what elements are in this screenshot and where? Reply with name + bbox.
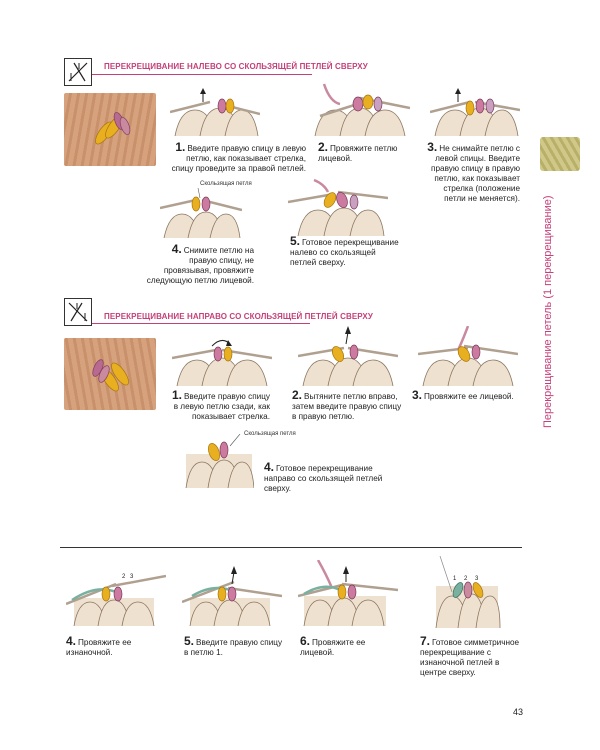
slip-stitch-label: Скользящая петля bbox=[200, 181, 252, 187]
step-text: 3.Провяжите ее лицевой. bbox=[412, 388, 522, 402]
knitting-illustration-step1 bbox=[170, 88, 260, 137]
section-underline bbox=[92, 74, 312, 75]
knitting-illustration-step4 bbox=[185, 434, 254, 488]
slip-stitch-label: Скользящая петля bbox=[244, 431, 296, 437]
step-text: 6.Провяжите ее лицевой. bbox=[300, 634, 400, 658]
step-number: 2. bbox=[318, 140, 329, 154]
knitting-illustration-step4 bbox=[160, 188, 242, 239]
step-description: Готовое перекрещивание направо со скольз… bbox=[264, 464, 383, 493]
step-text: 2.Вытяните петлю вправо, затем введите п… bbox=[292, 388, 404, 422]
knitting-illustration-step3 bbox=[430, 88, 520, 137]
step-number: 5. bbox=[290, 234, 301, 248]
section-title: ПЕРЕКРЕЩИВАНИЕ НАПРАВО СО СКОЛЬЗЯЩЕЙ ПЕТ… bbox=[104, 312, 373, 321]
stitch-number: 2 bbox=[464, 576, 468, 582]
knitting-illustration-step2 bbox=[314, 83, 410, 137]
step-description: Не снимайте петлю с левой спицы. Введите… bbox=[431, 144, 520, 203]
step-text: 4.Провяжите ее изнаночной. bbox=[66, 634, 166, 658]
stitch-number: 3 bbox=[130, 574, 134, 580]
step-number: 7. bbox=[420, 634, 431, 648]
page-number: 43 bbox=[513, 707, 524, 717]
stitch-number: 2 bbox=[122, 574, 126, 580]
step-description: Введите правую спицу в левую петлю, как … bbox=[171, 144, 306, 173]
step-description: Провяжите петлю лицевой. bbox=[318, 144, 398, 163]
step-number: 1. bbox=[171, 388, 182, 402]
sidebar-title: Перекрещивание петель (1 перекрещивание) bbox=[542, 195, 554, 428]
knit-swatch-photo bbox=[64, 93, 156, 166]
arrow-icon bbox=[345, 326, 351, 334]
step-description: Вытяните петлю вправо, затем введите пра… bbox=[292, 392, 402, 421]
stitch-number: 3 bbox=[475, 576, 479, 582]
knitting-illustration-step3 bbox=[418, 326, 518, 387]
step-description: Введите правую спицу в левую петлю сзади… bbox=[173, 392, 270, 421]
arrow-icon bbox=[343, 566, 349, 574]
arrow-icon bbox=[226, 340, 232, 346]
step-text: 4.Снимите петлю на правую спицу, не пров… bbox=[142, 242, 254, 286]
arrow-icon bbox=[231, 566, 237, 574]
knitting-illustration-step4: 2 3 bbox=[66, 574, 166, 626]
step-number: 2. bbox=[292, 388, 303, 402]
knitting-illustration-step7: 1 2 3 bbox=[435, 556, 501, 628]
arrow-icon bbox=[200, 88, 206, 94]
step-description: Готовое перекрещивание налево со скользя… bbox=[290, 238, 399, 267]
knitting-illustration-step6 bbox=[298, 560, 398, 626]
step-description: Провяжите ее изнаночной. bbox=[66, 638, 132, 657]
step-text: 5.Готовое перекрещивание налево со сколь… bbox=[290, 234, 400, 268]
knitting-illustration-step5 bbox=[182, 566, 282, 626]
cross-stitch-chart-icon bbox=[64, 298, 92, 326]
step-number: 4. bbox=[171, 242, 182, 256]
step-text: 7.Готовое симметричное перекрещивание с … bbox=[420, 634, 520, 678]
step-text: 1.Введите правую спицу в левую петлю сза… bbox=[170, 388, 270, 422]
step-number: 4. bbox=[264, 460, 275, 474]
knitting-illustration-step1 bbox=[172, 340, 272, 387]
cross-stitch-chart-icon bbox=[64, 58, 92, 86]
step-description: Провяжите ее лицевой. bbox=[300, 638, 366, 657]
step-text: 2.Провяжите петлю лицевой. bbox=[318, 140, 408, 164]
knitting-illustration-step5 bbox=[288, 178, 388, 237]
step-description: Провяжите ее лицевой. bbox=[424, 392, 514, 401]
step-number: 4. bbox=[66, 634, 77, 648]
step-text: 4.Готовое перекрещивание направо со скол… bbox=[264, 460, 404, 494]
step-description: Снимите петлю на правую спицу, не провяз… bbox=[146, 246, 254, 285]
divider bbox=[60, 547, 522, 548]
section-underline bbox=[92, 323, 310, 324]
step-description: Готовое симметричное перекрещивание с из… bbox=[420, 638, 520, 677]
stitch-number: 1 bbox=[453, 576, 457, 582]
step-number: 1. bbox=[175, 140, 186, 154]
yarn-swatch bbox=[540, 137, 580, 171]
section-title: ПЕРЕКРЕЩИВАНИЕ НАЛЕВО СО СКОЛЬЗЯЩЕЙ ПЕТЛ… bbox=[104, 62, 368, 71]
step-number: 6. bbox=[300, 634, 311, 648]
knitting-illustration-step2 bbox=[298, 326, 398, 387]
step-description: Введите правую спицу в петлю 1. bbox=[184, 638, 283, 657]
step-number: 3. bbox=[427, 140, 438, 154]
step-number: 3. bbox=[412, 388, 423, 402]
step-text: 3.Не снимайте петлю с левой спицы. Введи… bbox=[420, 140, 520, 204]
knit-swatch-photo bbox=[64, 338, 156, 410]
step-text: 5.Введите правую спицу в петлю 1. bbox=[184, 634, 284, 658]
step-number: 5. bbox=[184, 634, 195, 648]
arrow-icon bbox=[455, 88, 461, 94]
step-text: 1.Введите правую спицу в левую петлю, ка… bbox=[168, 140, 306, 174]
